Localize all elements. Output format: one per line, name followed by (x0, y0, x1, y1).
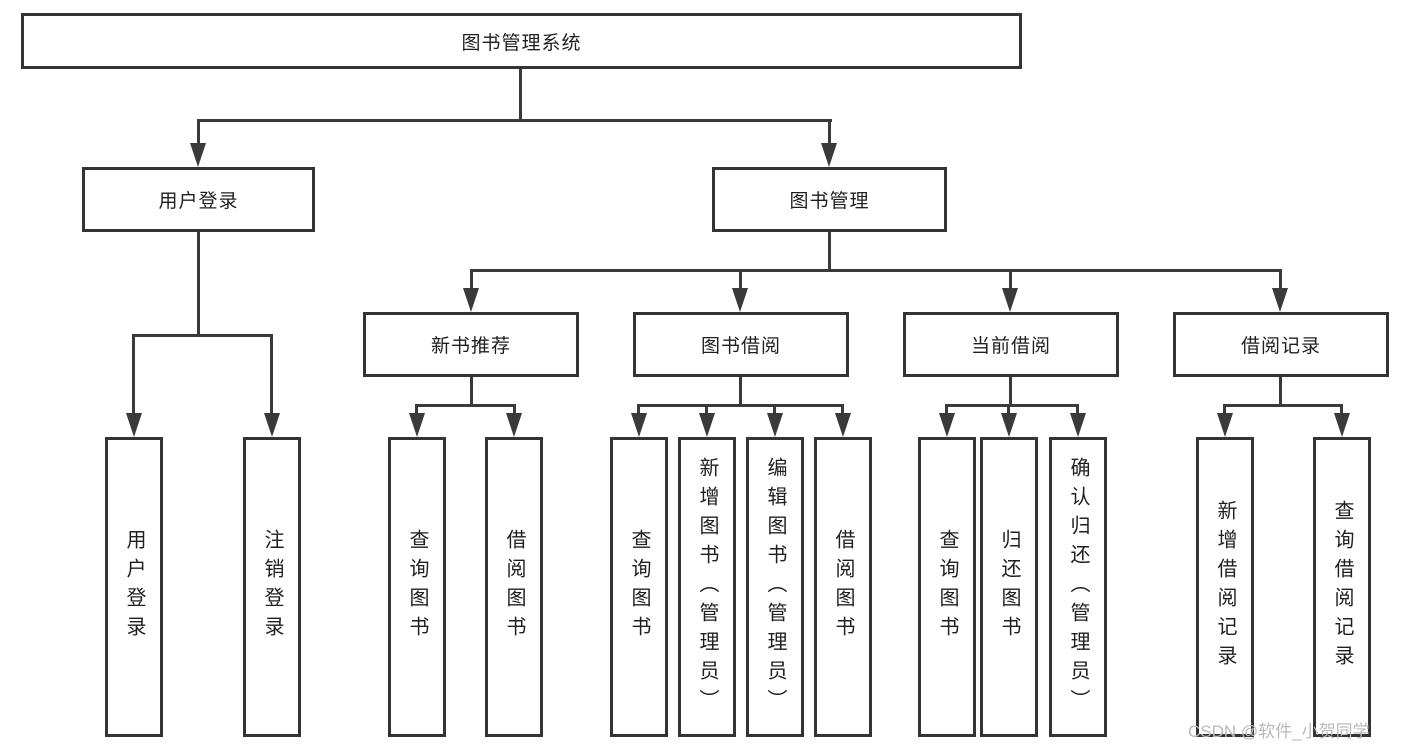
connector-line (637, 404, 640, 418)
connector-line (945, 404, 1079, 407)
connector-line (197, 232, 200, 337)
connector-line (1279, 269, 1282, 292)
node-leaf-bb-query-books: 查询图书 (610, 437, 668, 737)
connector-line (1007, 404, 1010, 418)
node-root: 图书管理系统 (21, 13, 1022, 69)
connector-line (415, 404, 516, 407)
arrow-down-icon (1334, 413, 1350, 437)
connector-line (1009, 377, 1012, 407)
connector-line (470, 269, 1282, 272)
node-borrow-records-label: 借阅记录 (1240, 336, 1321, 357)
connector-line (132, 334, 273, 337)
node-book-mgmt-label: 图书管理 (789, 191, 870, 212)
node-leaf-bb-borrow-books: 借阅图书 (814, 437, 872, 737)
node-leaf-logout: 注销登录 (243, 437, 301, 737)
arrow-down-icon (190, 143, 206, 167)
node-user-login: 用户登录 (82, 167, 315, 232)
connector-line (1279, 377, 1282, 407)
connector-line (519, 66, 522, 121)
arrow-down-icon (1217, 413, 1233, 437)
connector-line (132, 334, 135, 416)
node-leaf-user-login-label: 用户登录 (123, 529, 145, 645)
connector-line (739, 377, 742, 407)
node-leaf-nb-query-books: 查询图书 (388, 437, 446, 737)
node-book-borrow-label: 图书借阅 (700, 336, 781, 357)
node-user-login-label: 用户登录 (158, 191, 239, 212)
node-leaf-cb-query-books: 查询图书 (918, 437, 976, 737)
node-leaf-cb-confirm-return-admin-label: 确认归还（管理员） (1067, 456, 1089, 718)
connector-line (828, 119, 831, 147)
connector-line (705, 404, 708, 418)
node-leaf-cb-query-books-label: 查询图书 (936, 529, 958, 645)
node-leaf-nb-borrow-books: 借阅图书 (485, 437, 543, 737)
node-book-mgmt: 图书管理 (712, 167, 947, 232)
node-leaf-cb-return-books-label: 归还图书 (998, 529, 1020, 645)
connector-line (197, 119, 200, 147)
connector-line (470, 269, 473, 292)
node-leaf-bb-edit-books-admin-label: 编辑图书（管理员） (764, 456, 786, 718)
node-leaf-bb-add-books-admin: 新增图书（管理员） (678, 437, 736, 737)
node-leaf-br-query-record-label: 查询借阅记录 (1331, 500, 1353, 674)
node-leaf-bb-query-books-label: 查询图书 (628, 529, 650, 645)
node-leaf-user-login: 用户登录 (105, 437, 163, 737)
csdn-watermark: CSDN @软件_小贺同学 (1188, 722, 1370, 741)
node-leaf-logout-label: 注销登录 (261, 529, 283, 645)
arrow-down-icon (264, 413, 280, 437)
connector-line (1076, 404, 1079, 418)
connector-line (513, 404, 516, 418)
arrow-down-icon (1070, 413, 1086, 437)
node-leaf-bb-add-books-admin-label: 新增图书（管理员） (696, 456, 718, 718)
node-root-label: 图书管理系统 (461, 32, 582, 54)
connector-line (1340, 404, 1343, 418)
arrow-down-icon (835, 413, 851, 437)
arrow-down-icon (126, 413, 142, 437)
connector-line (739, 269, 742, 292)
node-leaf-br-add-record: 新增借阅记录 (1196, 437, 1254, 737)
connector-line (270, 334, 273, 416)
arrow-down-icon (463, 288, 479, 312)
node-leaf-cb-confirm-return-admin: 确认归还（管理员） (1049, 437, 1107, 737)
node-leaf-nb-query-books-label: 查询图书 (406, 529, 428, 645)
arrow-down-icon (767, 413, 783, 437)
connector-line (197, 119, 832, 122)
node-book-borrow: 图书借阅 (633, 312, 849, 377)
node-leaf-cb-return-books: 归还图书 (980, 437, 1038, 737)
node-leaf-bb-borrow-books-label: 借阅图书 (832, 529, 854, 645)
node-leaf-br-add-record-label: 新增借阅记录 (1214, 500, 1236, 674)
node-current-borrow-label: 当前借阅 (970, 336, 1051, 357)
arrow-down-icon (821, 143, 837, 167)
arrow-down-icon (1002, 288, 1018, 312)
node-leaf-bb-edit-books-admin: 编辑图书（管理员） (746, 437, 804, 737)
connector-line (415, 404, 418, 418)
node-leaf-nb-borrow-books-label: 借阅图书 (503, 529, 525, 645)
arrow-down-icon (631, 413, 647, 437)
arrow-down-icon (732, 288, 748, 312)
connector-line (1223, 404, 1343, 407)
connector-line (773, 404, 776, 418)
node-current-borrow: 当前借阅 (903, 312, 1119, 377)
connector-line (945, 404, 948, 418)
connector-line (841, 404, 844, 418)
arrow-down-icon (506, 413, 522, 437)
connector-line (1009, 269, 1012, 292)
node-leaf-br-query-record: 查询借阅记录 (1313, 437, 1371, 737)
connector-line (470, 377, 473, 407)
node-new-books: 新书推荐 (363, 312, 579, 377)
arrow-down-icon (1001, 413, 1017, 437)
arrow-down-icon (409, 413, 425, 437)
node-new-books-label: 新书推荐 (430, 336, 511, 357)
arrow-down-icon (699, 413, 715, 437)
arrow-down-icon (1272, 288, 1288, 312)
arrow-down-icon (939, 413, 955, 437)
node-borrow-records: 借阅记录 (1173, 312, 1389, 377)
connector-line (637, 404, 844, 407)
connector-line (1223, 404, 1226, 418)
connector-line (828, 232, 831, 272)
